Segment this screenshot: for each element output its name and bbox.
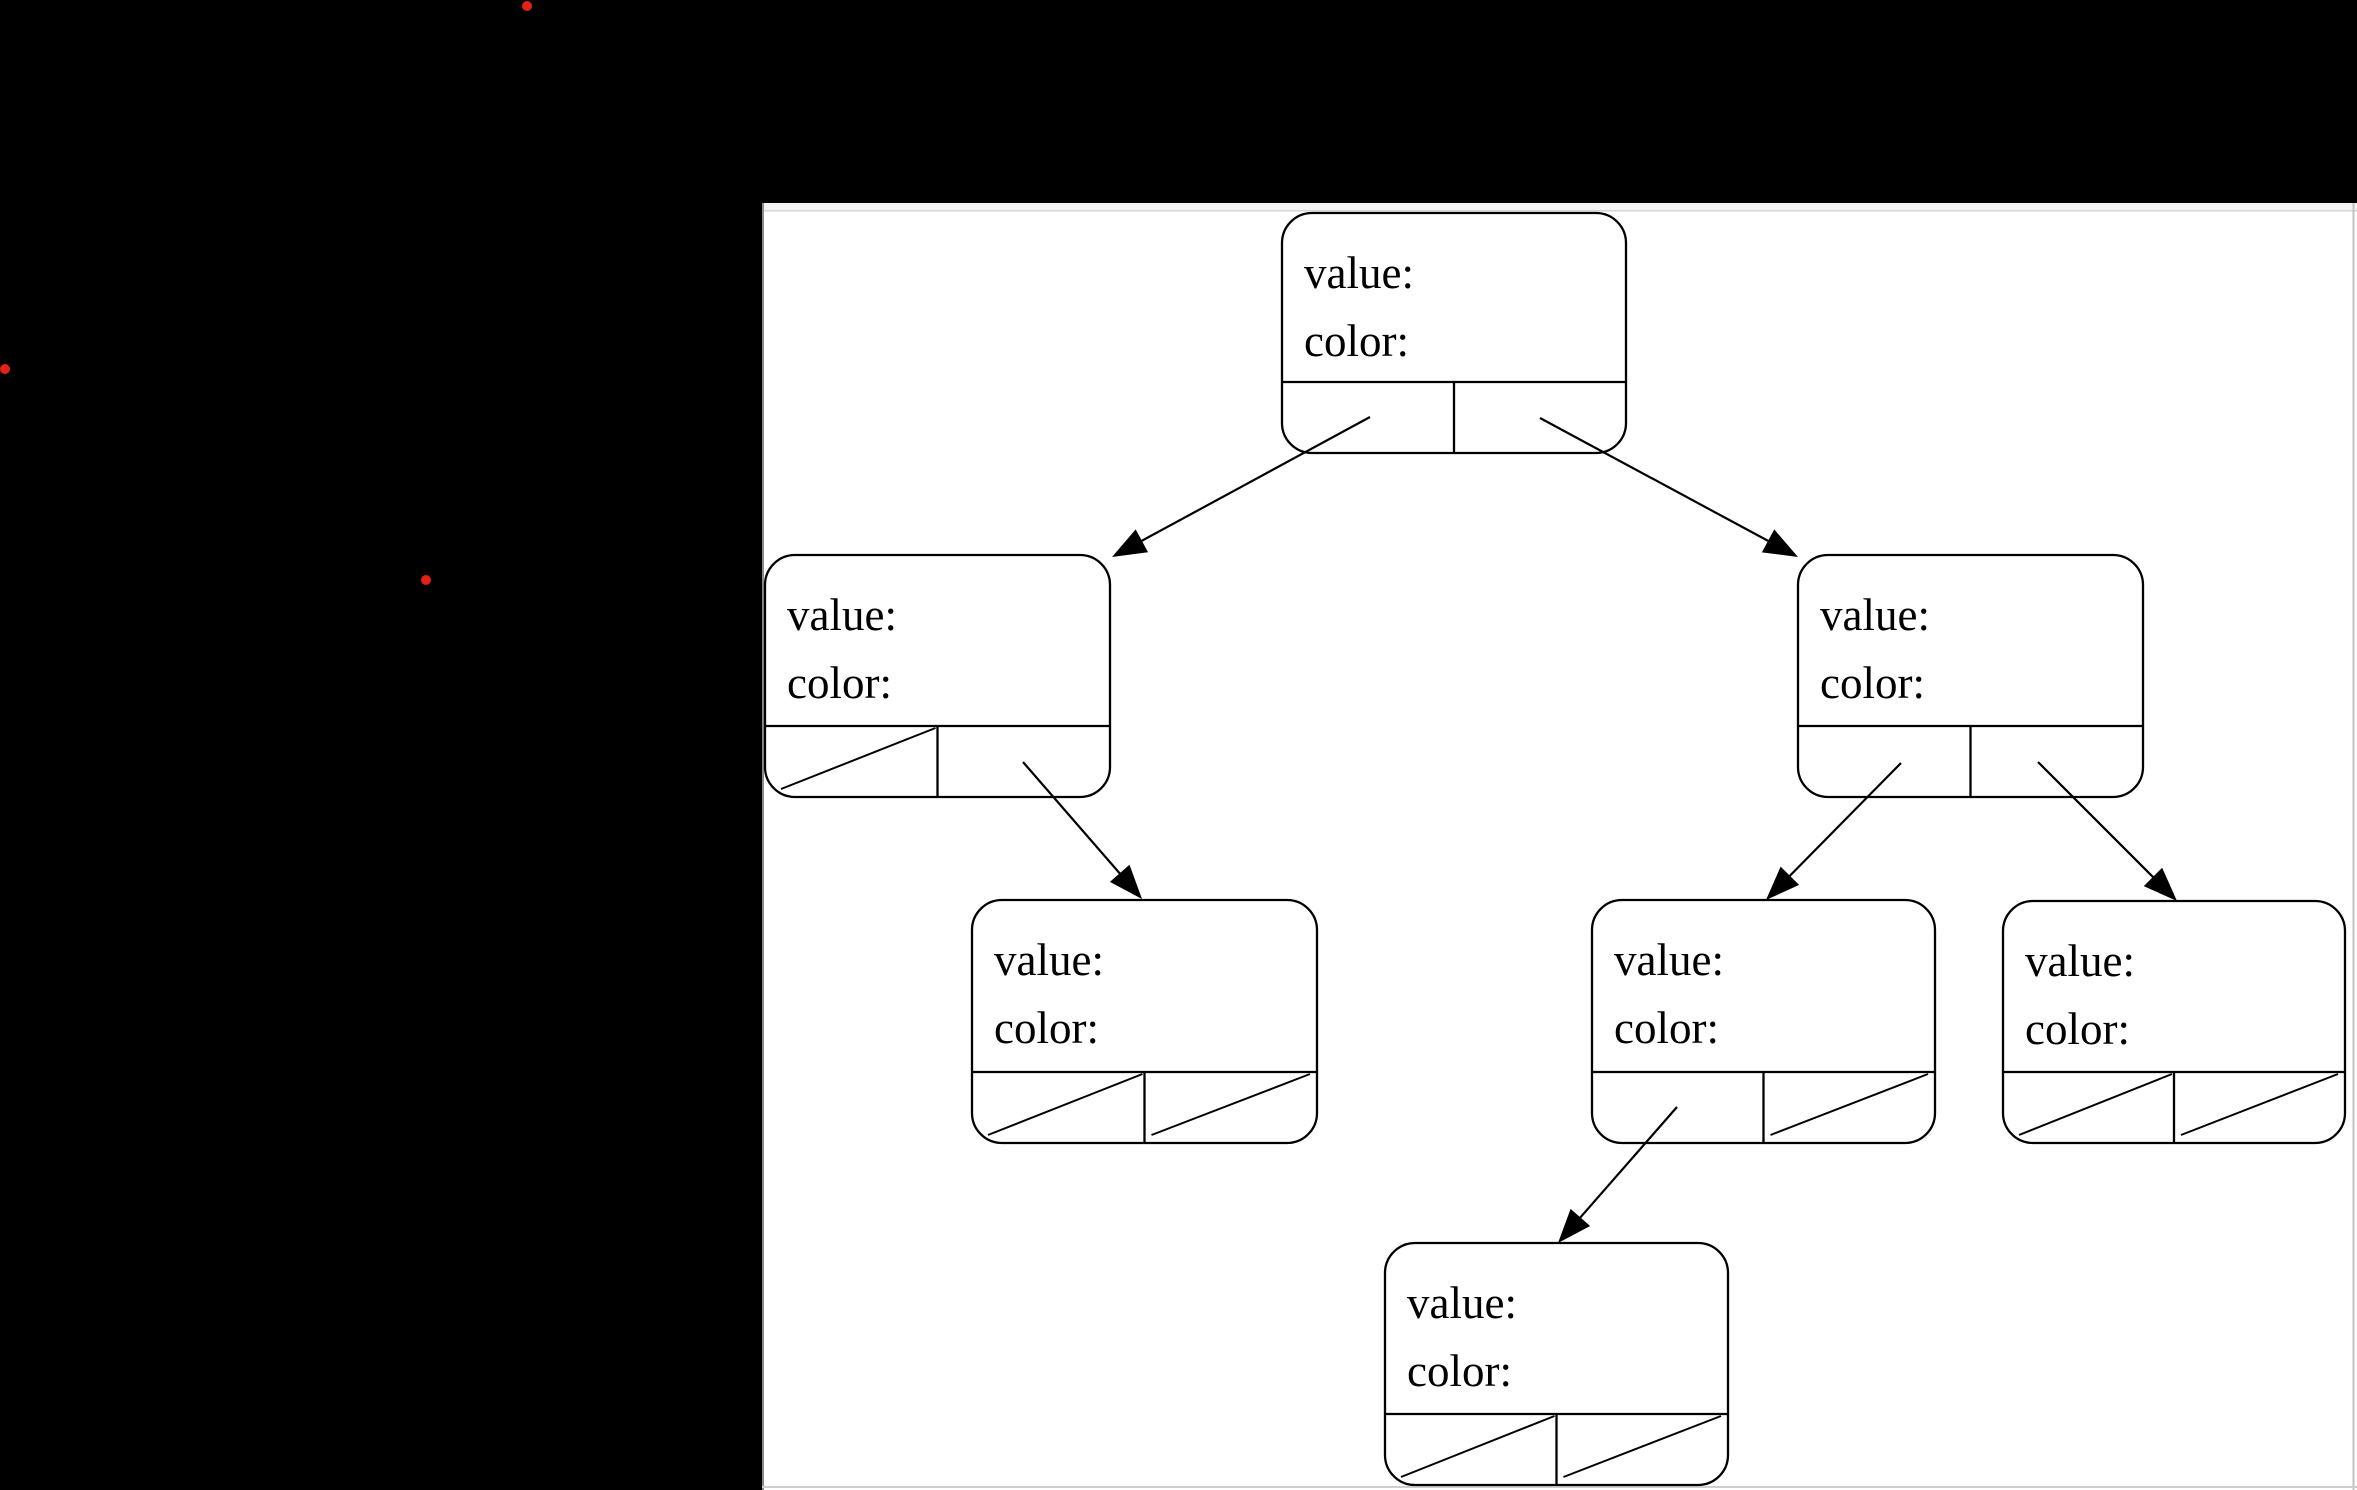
window-top-strip-line [762,210,2357,212]
node-color-label: color: [2025,1004,2130,1054]
node-value-label: value: [1407,1278,1517,1328]
window-bottom-edge [762,1486,2357,1488]
right-null-slash [1151,1073,1311,1136]
edge-right-child-left-to-right-left-grandchild [1766,762,1902,900]
node-outline [2001,899,2347,1145]
node-value-label: value: [1304,248,1414,298]
left-null-slash [1400,1415,1555,1478]
tree-node-left-child: value: color: [763,553,1112,799]
edge-line [1786,762,1902,880]
left-null-slash [987,1073,1143,1136]
edge-line [1576,1106,1678,1222]
edge-right-left-grandchild-left-to-bottom-leaf [1558,1106,1678,1243]
tree-node-right-right-grandchild: value: color: [2001,899,2347,1145]
arrowhead [2143,867,2177,901]
node-color-label: color: [1820,658,1925,708]
arrowhead [1766,866,1800,900]
red-dot-3 [421,575,431,585]
right-null-slash [2180,1073,2339,1136]
arrowhead [1109,864,1142,899]
node-outline [1383,1241,1730,1487]
red-dot-1 [522,1,532,11]
node-color-label: color: [1304,316,1409,366]
node-color-label: color: [994,1003,1099,1053]
edge-line [1137,416,1371,544]
window-left-edge [762,203,764,1490]
tree-node-right-child: value: color: [1796,553,2145,799]
edge-left-child-right-to-left-right-grandchild [1022,761,1142,899]
node-color-label: color: [1407,1346,1512,1396]
node-outline [1590,898,1937,1145]
node-outline [763,553,1112,799]
node-value-label: value: [1820,590,1930,640]
tree-node-bottom-leaf: value: color: [1383,1241,1730,1487]
node-color-label: color: [787,658,892,708]
edge-right-child-right-to-right-right-grandchild [2037,761,2177,901]
edge-root-right-to-right-child [1539,417,1798,557]
left-null-slash [2018,1073,2173,1136]
node-color-label: color: [1614,1003,1719,1053]
node-value-label: value: [994,935,1104,985]
node-outline [1796,553,2145,799]
node-outline [970,898,1319,1145]
left-null-slash [780,727,936,790]
tree-node-left-right-grandchild: value: color: [970,898,1319,1145]
window-top-strip [762,203,2357,210]
edge-line [1022,761,1124,878]
tree-node-right-left-grandchild: value: color: [1590,898,1937,1145]
tree-node-root: value: color: [1280,211,1628,455]
edge-root-left-to-left-child [1112,416,1371,557]
window-right-edge [2352,203,2355,1490]
node-value-label: value: [1614,935,1724,985]
edge-line [1539,417,1773,544]
node-value-label: value: [787,590,897,640]
arrowhead [1558,1208,1591,1243]
node-outline [1280,211,1628,455]
arrowhead [1112,529,1149,557]
arrowhead [1761,529,1798,557]
node-value-label: value: [2025,936,2135,986]
edge-line [2037,761,2157,881]
right-null-slash [1770,1073,1929,1136]
red-dot-2 [0,364,10,374]
right-null-slash [1563,1415,1722,1478]
